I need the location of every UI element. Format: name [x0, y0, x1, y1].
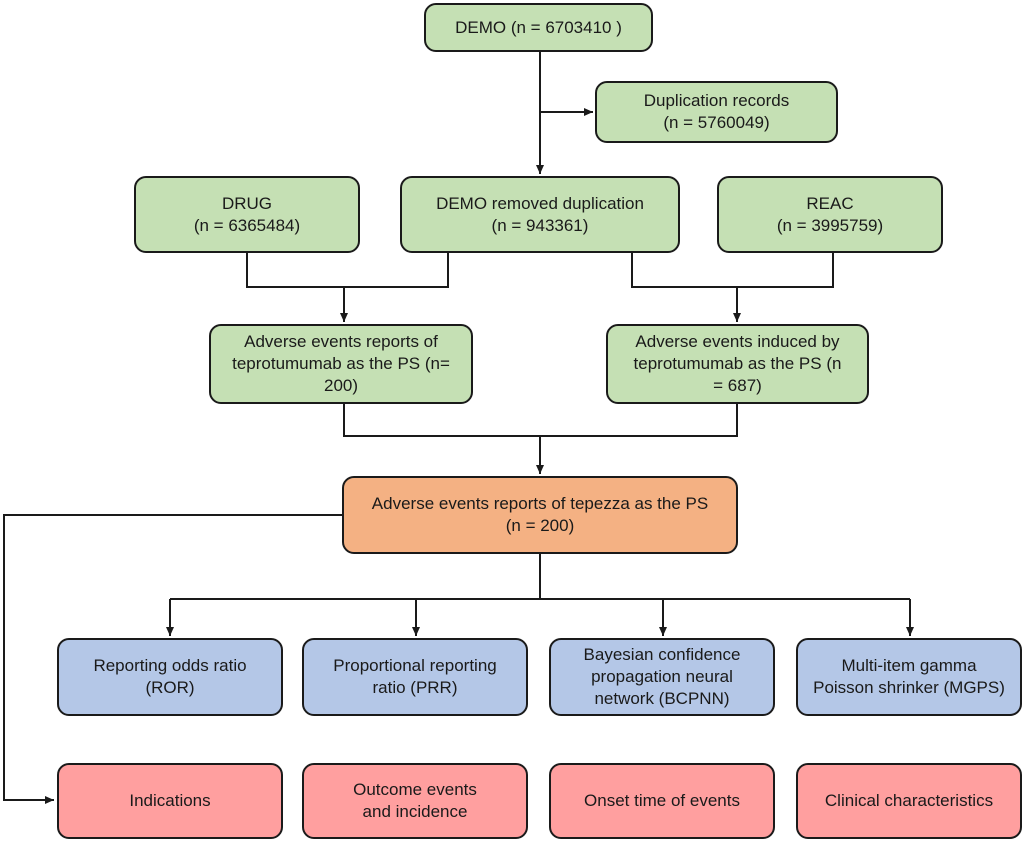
- node-drug: DRUG(n = 6365484): [134, 176, 360, 253]
- node-ae-reports-teprotumumab: Adverse events reports of teprotumumab as…: [209, 324, 473, 404]
- node-ae-induced-teprotumumab-line: Adverse events induced by: [635, 332, 840, 351]
- node-ae-reports-teprotumumab-line: 200): [323, 376, 359, 395]
- node-ror: Reporting odds ratio (ROR): [57, 638, 283, 716]
- node-duplication-records-line: Duplication records: [643, 91, 790, 110]
- node-ae-reports-teprotumumab-text: Adverse events reports of teprotumumab as…: [232, 331, 450, 397]
- node-tepezza-line: (n = 200): [505, 516, 575, 535]
- node-prr: Proportional reporting ratio (PRR): [302, 638, 528, 716]
- node-duplication-records-text: Duplication records (n = 5760049): [644, 90, 790, 134]
- edge-demo-reac-join: [631, 252, 834, 288]
- node-demo-removed-duplication-text: DEMO removed duplication(n = 943361): [436, 193, 644, 237]
- node-demo-text: DEMO (n = 6703410 ): [455, 17, 622, 39]
- node-outcome-events-line: Outcome events: [353, 780, 477, 799]
- node-demo-removed-duplication-line: DEMO removed duplication: [436, 193, 644, 213]
- node-ror-text: Reporting odds ratio (ROR): [93, 655, 246, 699]
- node-clinical-characteristics-text: Clinical characteristics: [825, 790, 993, 812]
- node-demo-removed-duplication-line: (n = 943361): [491, 215, 589, 235]
- node-ae-reports-teprotumumab-line: Adverse events reports of: [244, 332, 438, 351]
- node-bcpnn: Bayesian confidence propagation neural net…: [549, 638, 775, 716]
- node-bcpnn-line: Bayesian confidence: [583, 645, 741, 664]
- node-reac-line: REAC: [806, 193, 854, 213]
- node-ae-induced-teprotumumab-line: = 687): [713, 376, 762, 395]
- node-tepezza: Adverse events reports of tepezza as the…: [342, 476, 738, 554]
- node-ae-induced-teprotumumab-line: teprotumumab as the PS (n: [633, 354, 842, 373]
- node-demo: DEMO (n = 6703410 ): [424, 3, 653, 52]
- node-drug-line: DRUG: [221, 193, 273, 213]
- node-ae-reports-teprotumumab-line: teprotumumab as the PS (n=: [232, 354, 450, 373]
- node-mgps-line: Poisson shrinker (MGPS): [813, 678, 1005, 697]
- node-duplication-records: Duplication records (n = 5760049): [595, 81, 838, 143]
- node-drug-line: (n = 6365484): [193, 215, 301, 235]
- edge-drug-demo-join: [246, 252, 449, 288]
- node-indications: Indications: [57, 763, 283, 839]
- node-prr-line: ratio (PRR): [372, 678, 458, 697]
- node-ror-line: (ROR): [145, 678, 195, 697]
- edge-ae-join: [343, 403, 738, 437]
- node-drug-text: DRUG(n = 6365484): [194, 193, 300, 237]
- node-onset-time: Onset time of events: [549, 763, 775, 839]
- node-bcpnn-text: Bayesian confidence propagation neural net…: [584, 644, 741, 710]
- node-reac-text: REAC(n = 3995759): [777, 193, 883, 237]
- edge-tepezza-to-indications: [3, 514, 342, 804]
- node-mgps-line: Multi-item gamma: [841, 656, 977, 675]
- node-outcome-events-line: and incidence: [362, 802, 468, 821]
- node-outcome-events-text: Outcome events and incidence: [353, 779, 477, 823]
- node-duplication-records-line: (n = 5760049): [663, 113, 770, 132]
- node-reac: REAC(n = 3995759): [717, 176, 943, 253]
- node-prr-text: Proportional reporting ratio (PRR): [333, 655, 496, 699]
- node-clinical-characteristics: Clinical characteristics: [796, 763, 1022, 839]
- node-ae-induced-teprotumumab: Adverse events induced by teprotumumab as…: [606, 324, 869, 404]
- node-indications-line: Indications: [129, 791, 211, 810]
- node-ae-induced-teprotumumab-text: Adverse events induced by teprotumumab as…: [634, 331, 842, 397]
- node-ror-line: Reporting odds ratio: [93, 656, 247, 675]
- node-clinical-characteristics-line: Clinical characteristics: [824, 791, 994, 810]
- node-demo-removed-duplication: DEMO removed duplication(n = 943361): [400, 176, 680, 253]
- node-tepezza-line: Adverse events reports of tepezza as the…: [371, 494, 709, 513]
- node-demo-line: DEMO (n = 6703410 ): [455, 17, 622, 37]
- node-indications-text: Indications: [129, 790, 210, 812]
- node-onset-time-line: Onset time of events: [584, 791, 740, 810]
- node-reac-line: (n = 3995759): [776, 215, 884, 235]
- node-onset-time-text: Onset time of events: [584, 790, 740, 812]
- node-prr-line: Proportional reporting: [333, 656, 497, 675]
- node-outcome-events: Outcome events and incidence: [302, 763, 528, 839]
- node-bcpnn-line: network (BCPNN): [594, 689, 730, 708]
- node-tepezza-text: Adverse events reports of tepezza as the…: [372, 493, 708, 537]
- node-bcpnn-line: propagation neural: [591, 667, 733, 686]
